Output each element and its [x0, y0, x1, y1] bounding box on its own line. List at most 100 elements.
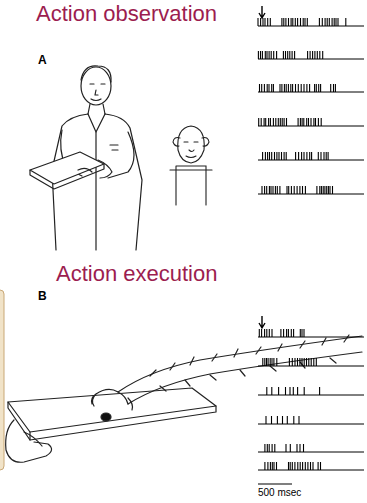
- spike: [294, 51, 295, 59]
- spike: [329, 186, 330, 194]
- spike: [270, 462, 271, 470]
- spike: [307, 51, 308, 59]
- spike: [294, 462, 295, 470]
- spike: [299, 358, 300, 366]
- spike: [288, 84, 289, 92]
- spike: [300, 329, 301, 337]
- spike: [293, 387, 294, 395]
- spike: [282, 118, 283, 126]
- spike: [293, 416, 294, 424]
- tray-and-hand: [6, 335, 362, 462]
- spike: [328, 186, 329, 194]
- spike: [312, 51, 313, 59]
- spike: [311, 358, 312, 366]
- spike: [322, 51, 323, 59]
- spike: [289, 51, 290, 59]
- spike: [306, 118, 307, 126]
- spike: [271, 152, 272, 160]
- spike: [323, 152, 324, 160]
- scale-bar: [258, 483, 292, 484]
- spike: [269, 51, 270, 59]
- spike: [266, 51, 267, 59]
- spike-raster: [258, 18, 364, 470]
- spike: [303, 84, 304, 92]
- spike: [283, 51, 284, 59]
- spike: [276, 152, 277, 160]
- spike: [273, 358, 274, 366]
- spike: [319, 18, 320, 26]
- spike: [304, 387, 305, 395]
- spike: [266, 329, 267, 337]
- spike: [276, 51, 277, 59]
- spike: [261, 118, 262, 126]
- spike: [319, 186, 320, 194]
- spike: [318, 462, 319, 470]
- spike: [295, 152, 296, 160]
- raster-baseline: [258, 337, 364, 338]
- spike: [305, 462, 306, 470]
- spike: [288, 462, 289, 470]
- spike: [300, 18, 301, 26]
- spike: [333, 84, 334, 92]
- panel-letter: A: [38, 54, 47, 67]
- spike: [303, 152, 304, 160]
- spike: [310, 118, 311, 126]
- spike: [280, 329, 281, 337]
- raster-baseline: [258, 452, 364, 453]
- spike: [297, 358, 298, 366]
- spike: [292, 358, 293, 366]
- spike: [320, 84, 321, 92]
- spike: [326, 152, 327, 160]
- spike: [306, 358, 307, 366]
- edge-panel: [0, 290, 4, 470]
- spike: [267, 84, 268, 92]
- spike: [285, 444, 286, 452]
- spike: [294, 358, 295, 366]
- spike: [305, 186, 306, 194]
- spike: [314, 51, 315, 59]
- spike: [267, 18, 268, 26]
- spike: [260, 18, 261, 26]
- spike: [321, 118, 322, 126]
- spike: [311, 152, 312, 160]
- spike: [270, 186, 271, 194]
- raster-baseline: [258, 424, 364, 425]
- spike: [318, 152, 319, 160]
- spike: [294, 186, 295, 194]
- panel-heading: Action execution: [56, 262, 217, 286]
- spike: [265, 416, 266, 424]
- spike: [279, 84, 280, 92]
- spike: [276, 462, 277, 470]
- spike: [264, 186, 265, 194]
- spike: [325, 18, 326, 26]
- spike: [319, 51, 320, 59]
- spike: [300, 118, 301, 126]
- spike: [293, 329, 294, 337]
- spike: [270, 118, 271, 126]
- raster-baseline: [258, 160, 364, 161]
- spike: [320, 152, 321, 160]
- spike: [265, 152, 266, 160]
- spike: [301, 152, 302, 160]
- spike: [313, 358, 314, 366]
- spike: [289, 358, 290, 366]
- spike: [312, 462, 313, 470]
- spike: [327, 18, 328, 26]
- spike: [262, 152, 263, 160]
- spike: [301, 329, 302, 337]
- spike: [262, 358, 263, 366]
- spike: [315, 118, 316, 126]
- monkey-figure: [170, 126, 212, 205]
- spike: [264, 358, 265, 366]
- spike: [266, 387, 267, 395]
- spike: [318, 84, 319, 92]
- spike: [303, 329, 304, 337]
- spike: [330, 84, 331, 92]
- spike: [273, 51, 274, 59]
- spike: [303, 18, 304, 26]
- spike: [262, 18, 263, 26]
- spike: [281, 18, 282, 26]
- spike: [295, 18, 296, 26]
- spike: [324, 186, 325, 194]
